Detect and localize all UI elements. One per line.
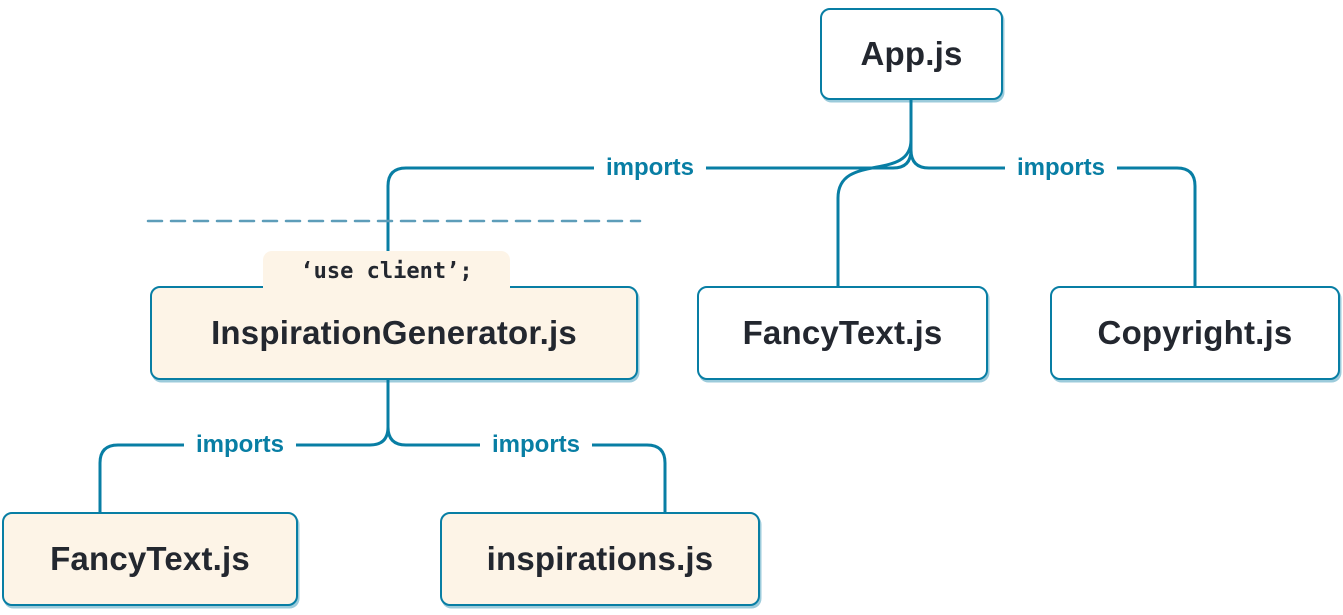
edge-app-to-copyright [909, 98, 1197, 288]
node-label: FancyText.js [50, 540, 250, 577]
node-fancytext-js-bottom: FancyText.js [2, 512, 298, 606]
node-inspirations-js: inspirations.js [440, 512, 760, 606]
use-client-directive-text: ‘use client’; [300, 259, 473, 284]
edge-app-to-fancytext [836, 138, 913, 288]
node-copyright-js: Copyright.js [1050, 286, 1340, 380]
imports-label-generator-inspirations: imports [479, 429, 593, 461]
imports-label-app-copyright: imports [1004, 152, 1118, 184]
node-inspirationgenerator-js: InspirationGenerator.js [150, 286, 638, 380]
imports-label-app-inspiration: imports [593, 152, 707, 184]
imports-label-generator-fancytext: imports [183, 429, 297, 461]
node-label: Copyright.js [1097, 314, 1293, 351]
node-label: InspirationGenerator.js [211, 314, 577, 351]
node-fancytext-js-top: FancyText.js [697, 286, 988, 380]
use-client-directive: ‘use client’; [263, 251, 510, 292]
node-label: App.js [860, 35, 963, 72]
node-app-js: App.js [820, 8, 1003, 100]
node-label: FancyText.js [742, 314, 943, 351]
node-label: inspirations.js [486, 540, 714, 577]
